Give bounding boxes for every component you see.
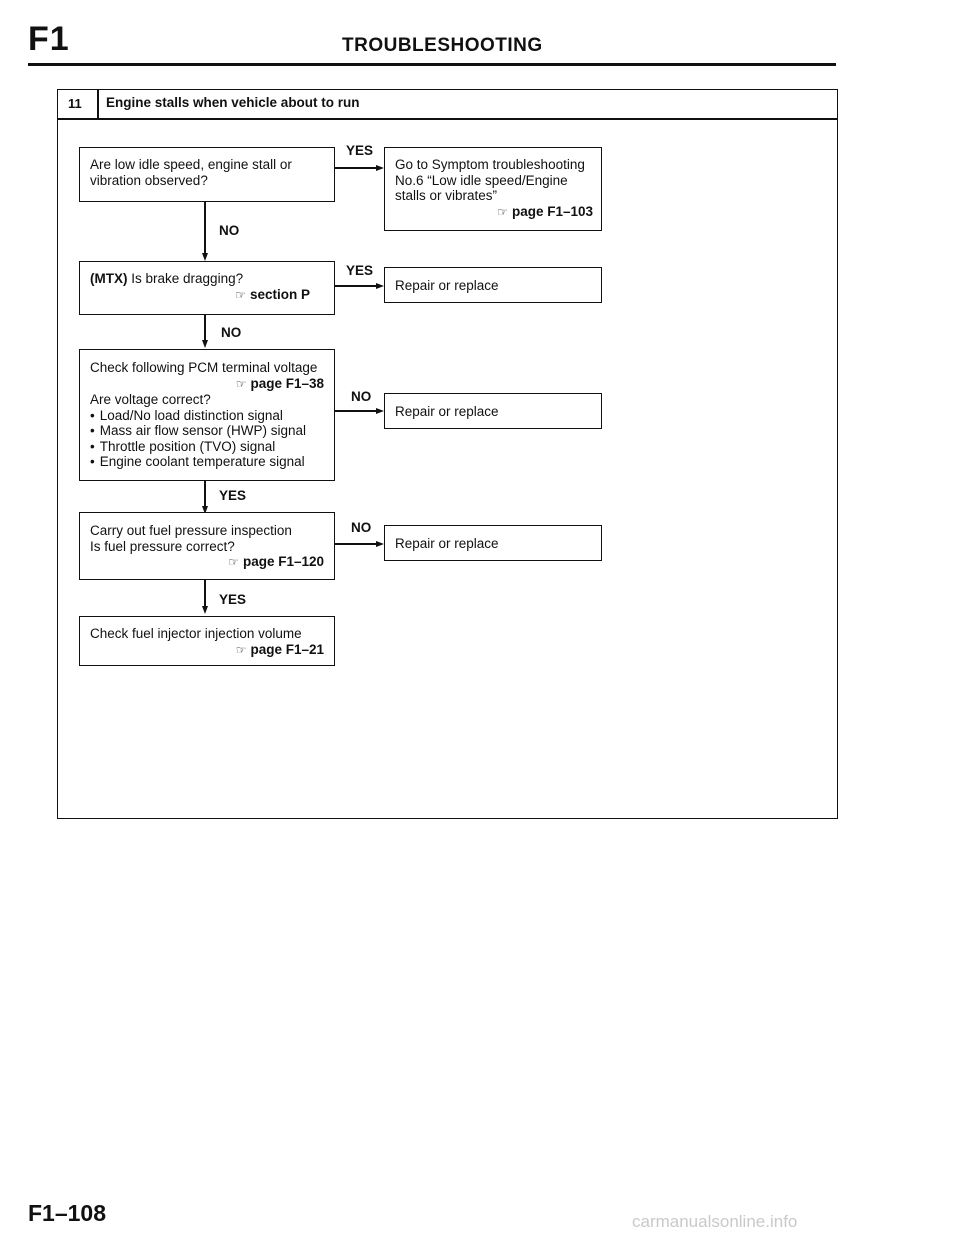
step-1-box: Are low idle speed, engine stall or vibr… (79, 147, 335, 202)
step-1-branch-label: YES (346, 143, 374, 158)
step-3-next-label: YES (219, 488, 247, 503)
frame-title-divider (57, 118, 838, 120)
step-3-reference: ☞page F1–38 (90, 376, 324, 393)
step-4-yes-connector (204, 580, 206, 610)
step-2-no-connector (204, 315, 206, 344)
header-divider (28, 63, 836, 66)
step-3-ref-text: page F1–38 (250, 375, 324, 391)
step-2-reference: ☞section P (90, 287, 310, 304)
step-4-reference: ☞page F1–120 (90, 554, 324, 571)
step-4-line: Carry out fuel pressure inspection (90, 523, 292, 538)
arrow-right-icon (376, 282, 384, 289)
item-title: Engine stalls when vehicle about to run (106, 95, 360, 110)
step-4-no-connector (335, 543, 377, 545)
step-3-bullet: Load/No load distinction signal (90, 408, 324, 424)
arrow-down-icon (201, 506, 208, 514)
step-1-no-connector (204, 202, 206, 257)
section-code: F1 (28, 20, 70, 58)
step-4-next-label: YES (219, 592, 247, 607)
step-4-box: Carry out fuel pressure inspection Is fu… (79, 512, 335, 580)
flowchart-frame (57, 89, 838, 819)
step-2-box: (MTX) Is brake dragging? ☞section P (79, 261, 335, 315)
arrow-down-icon (201, 253, 208, 261)
step-3-line: Are voltage correct? (90, 392, 211, 407)
step-3-branch-label: NO (351, 389, 372, 404)
step-5-line: Check fuel injector injection volume (90, 626, 302, 641)
arrow-down-icon (201, 606, 208, 614)
step-1-action-line: Go to Symptom troubleshooting (395, 157, 585, 172)
step-3-action-box: Repair or replace (384, 393, 602, 429)
pointing-hand-icon: ☞ (235, 376, 247, 391)
step-2-action-box: Repair or replace (384, 267, 602, 303)
arrow-right-icon (376, 540, 384, 547)
step-3-yes-connector (204, 481, 206, 510)
step-1-action-ref-text: page F1–103 (511, 203, 593, 219)
step-2-line: (MTX) Is brake dragging? (90, 271, 310, 287)
step-1-line: Are low idle speed, engine stall or (90, 157, 292, 172)
step-1-yes-connector (335, 167, 377, 169)
watermark: carmanualsonline.info (632, 1212, 798, 1231)
pointing-hand-icon: ☞ (235, 642, 247, 657)
item-number-divider (97, 89, 99, 119)
pointing-hand-icon: ☞ (235, 287, 246, 302)
step-3-action-line: Repair or replace (395, 404, 499, 419)
step-5-reference: ☞page F1–21 (90, 642, 324, 659)
step-2-next-label: NO (221, 325, 242, 340)
pointing-hand-icon: ☞ (228, 555, 239, 569)
step-2-ref-text: section P (249, 286, 310, 302)
pointing-hand-icon: ☞ (497, 204, 508, 219)
step-3-no-connector (335, 410, 377, 412)
step-1-action-line: stalls or vibrates” (395, 188, 498, 203)
step-2-yes-connector (335, 285, 377, 287)
page-number: F1–108 (28, 1200, 107, 1226)
step-4-action-box: Repair or replace (384, 525, 602, 561)
step-4-branch-label: NO (351, 520, 372, 535)
item-number: 11 (68, 96, 82, 111)
step-3-bullet: Engine coolant temperature signal (90, 454, 324, 470)
step-3-line: Check following PCM terminal voltage (90, 360, 318, 375)
page-title: TROUBLESHOOTING (342, 35, 543, 56)
arrow-down-icon (201, 340, 208, 348)
step-3-bullet: Throttle position (TVO) signal (90, 439, 324, 455)
step-3-box: Check following PCM terminal voltage ☞pa… (79, 349, 335, 481)
step-1-action-line: No.6 “Low idle speed/Engine (395, 172, 568, 188)
step-1-action-reference: ☞page F1–103 (395, 204, 593, 221)
step-5-box: Check fuel injector injection volume ☞pa… (79, 616, 335, 666)
step-5-ref-text: page F1–21 (250, 641, 324, 657)
step-4-ref-text: page F1–120 (242, 554, 324, 569)
step-1-next-label: NO (219, 223, 240, 238)
step-4-line: Is fuel pressure correct? (90, 538, 235, 554)
step-1-action-box: Go to Symptom troubleshooting No.6 “Low … (384, 147, 602, 231)
step-2-action-line: Repair or replace (395, 278, 499, 293)
arrow-right-icon (376, 164, 384, 171)
step-1-line: vibration observed? (90, 172, 208, 188)
step-3-bullet: Mass air flow sensor (HWP) signal (90, 423, 324, 439)
step-2-prefix: (MTX) (90, 271, 128, 286)
step-2-question: Is brake dragging? (131, 271, 244, 286)
step-2-branch-label: YES (346, 263, 374, 278)
arrow-right-icon (376, 407, 384, 414)
step-4-action-line: Repair or replace (395, 536, 499, 551)
